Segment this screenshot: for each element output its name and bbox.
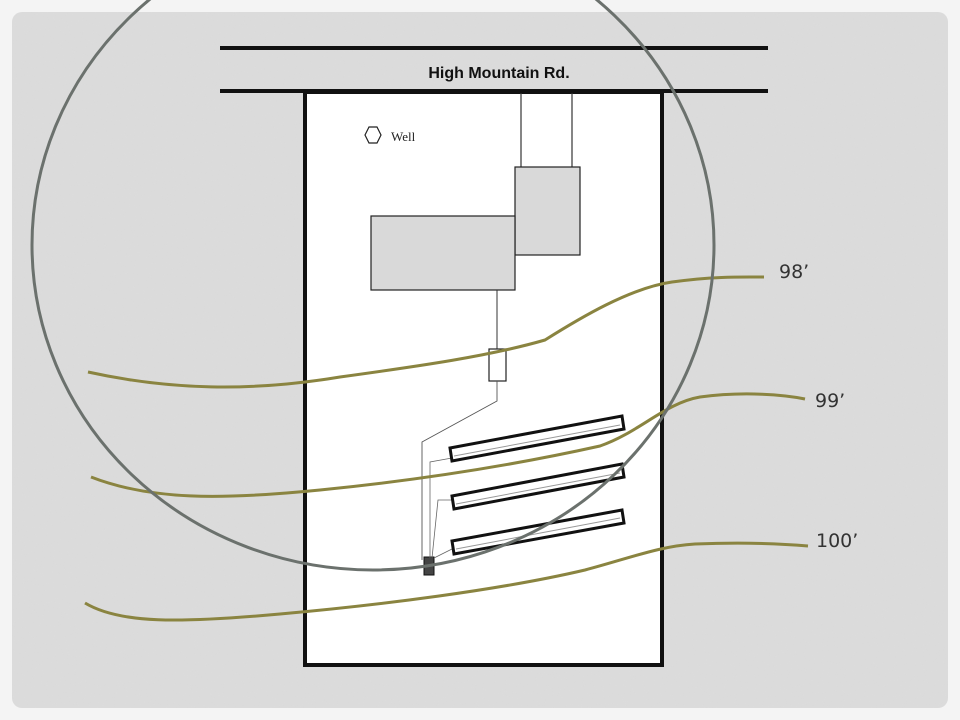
house-structure: [370, 215, 516, 291]
septic-system: [421, 290, 626, 576]
leach-field-pipe-3: [455, 517, 621, 550]
well-label: Well: [391, 129, 416, 144]
leach-field-trench-3: [450, 508, 626, 556]
garage-structure: [514, 166, 581, 256]
well-hexagon-icon: [364, 126, 382, 144]
contour-label-100: 100’: [816, 530, 858, 552]
leach-field-pipe-1: [453, 424, 621, 457]
well-setback-radius-circle: [30, 0, 716, 572]
leach-field-trench-1: [448, 414, 626, 463]
contour-label-98: 98’: [779, 261, 809, 283]
contour-line-99: [90, 392, 806, 498]
road-name-label: High Mountain Rd.: [428, 65, 569, 82]
lateral-feed-3: [433, 547, 455, 559]
leach-field-pipe-2: [455, 472, 621, 505]
contour-line-98: [87, 275, 765, 389]
well: Well: [364, 126, 416, 144]
effluent-line: [421, 381, 498, 560]
contour-lines: 98’ 99’ 100’: [84, 261, 858, 622]
contour-line-100: [84, 541, 809, 622]
septic-tank: [488, 348, 507, 382]
lateral-feed-1: [429, 457, 453, 558]
lateral-feed-2: [431, 499, 454, 559]
leach-field-trench-2: [450, 462, 626, 511]
road: High Mountain Rd.: [220, 46, 768, 93]
contour-label-99: 99’: [815, 390, 845, 412]
property-lot-boundary: [303, 90, 664, 667]
driveway: [520, 93, 573, 168]
